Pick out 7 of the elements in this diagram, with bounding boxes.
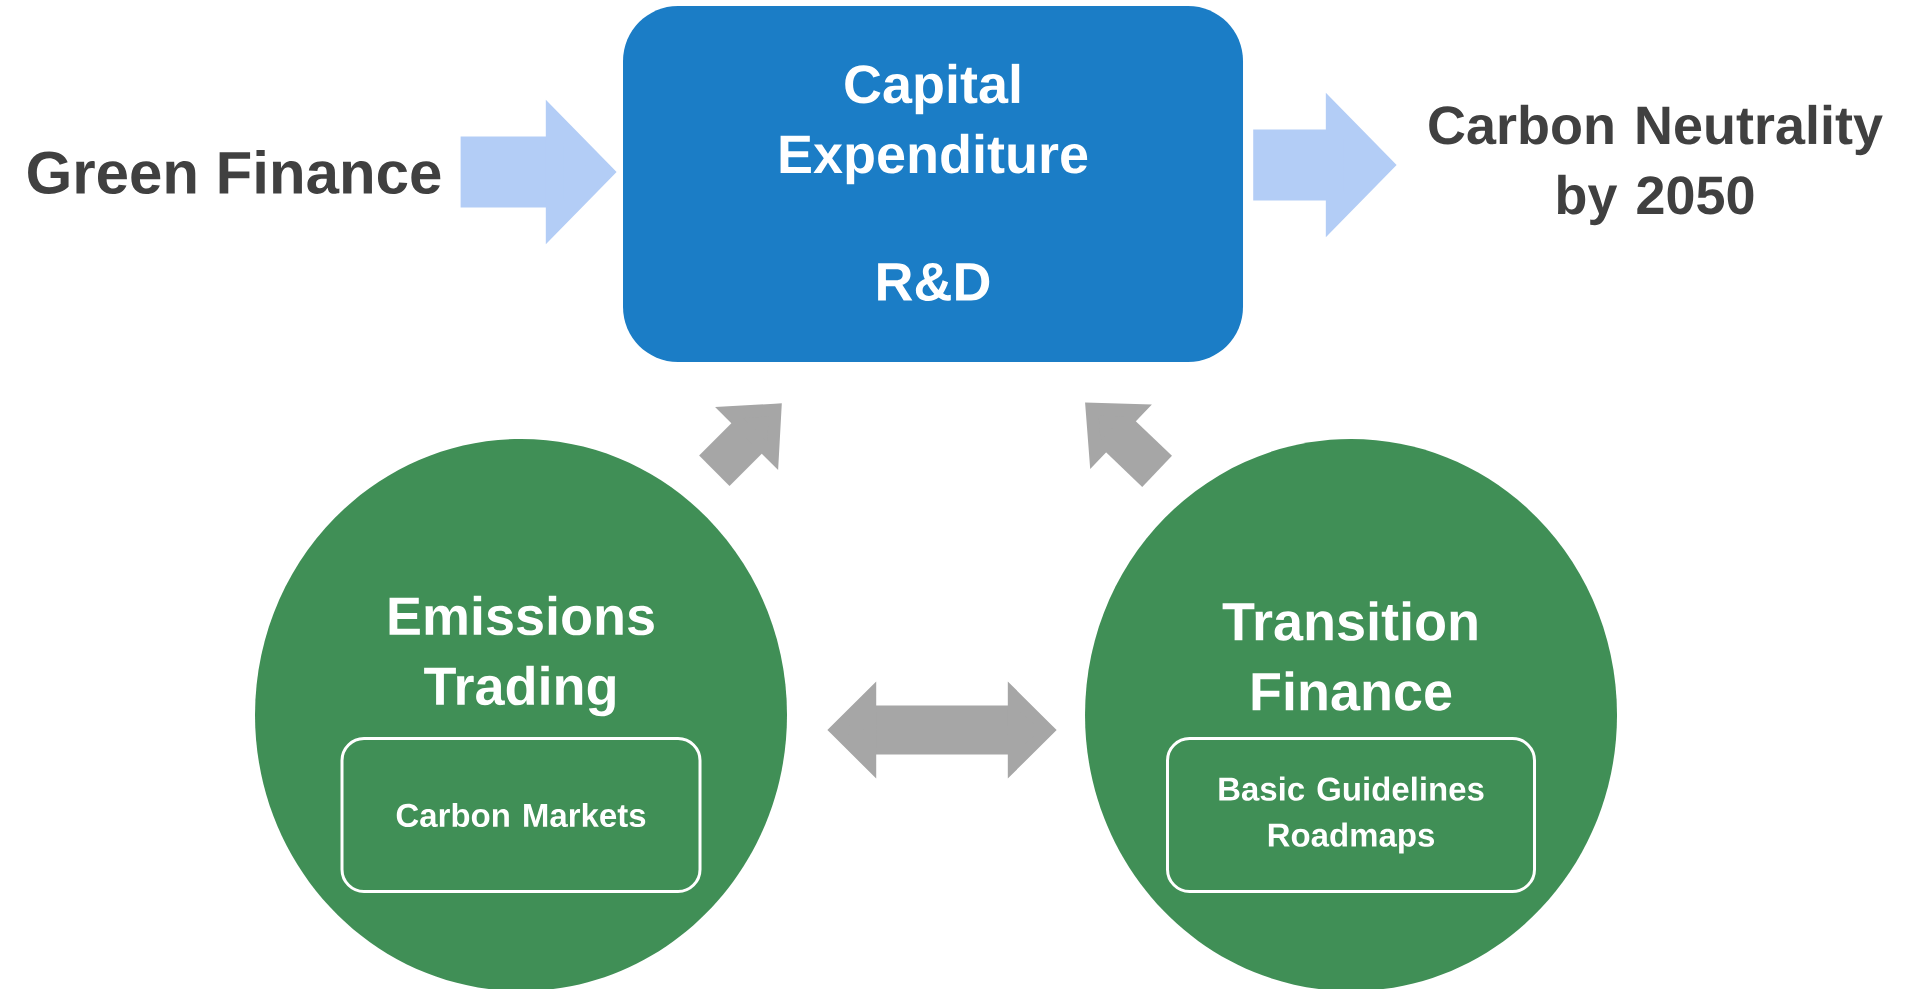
arrow (699, 403, 782, 486)
label-text: Carbon Neutrality by 2050 (1429, 104, 1883, 226)
arrow (1085, 402, 1172, 487)
process-box: Capital Expenditure R&D (623, 6, 1243, 362)
topic-box: Carbon Markets (340, 737, 702, 893)
label-text: Green Finance (28, 149, 441, 194)
topic-box: Basic Guidelines Roadmaps (1166, 737, 1536, 893)
